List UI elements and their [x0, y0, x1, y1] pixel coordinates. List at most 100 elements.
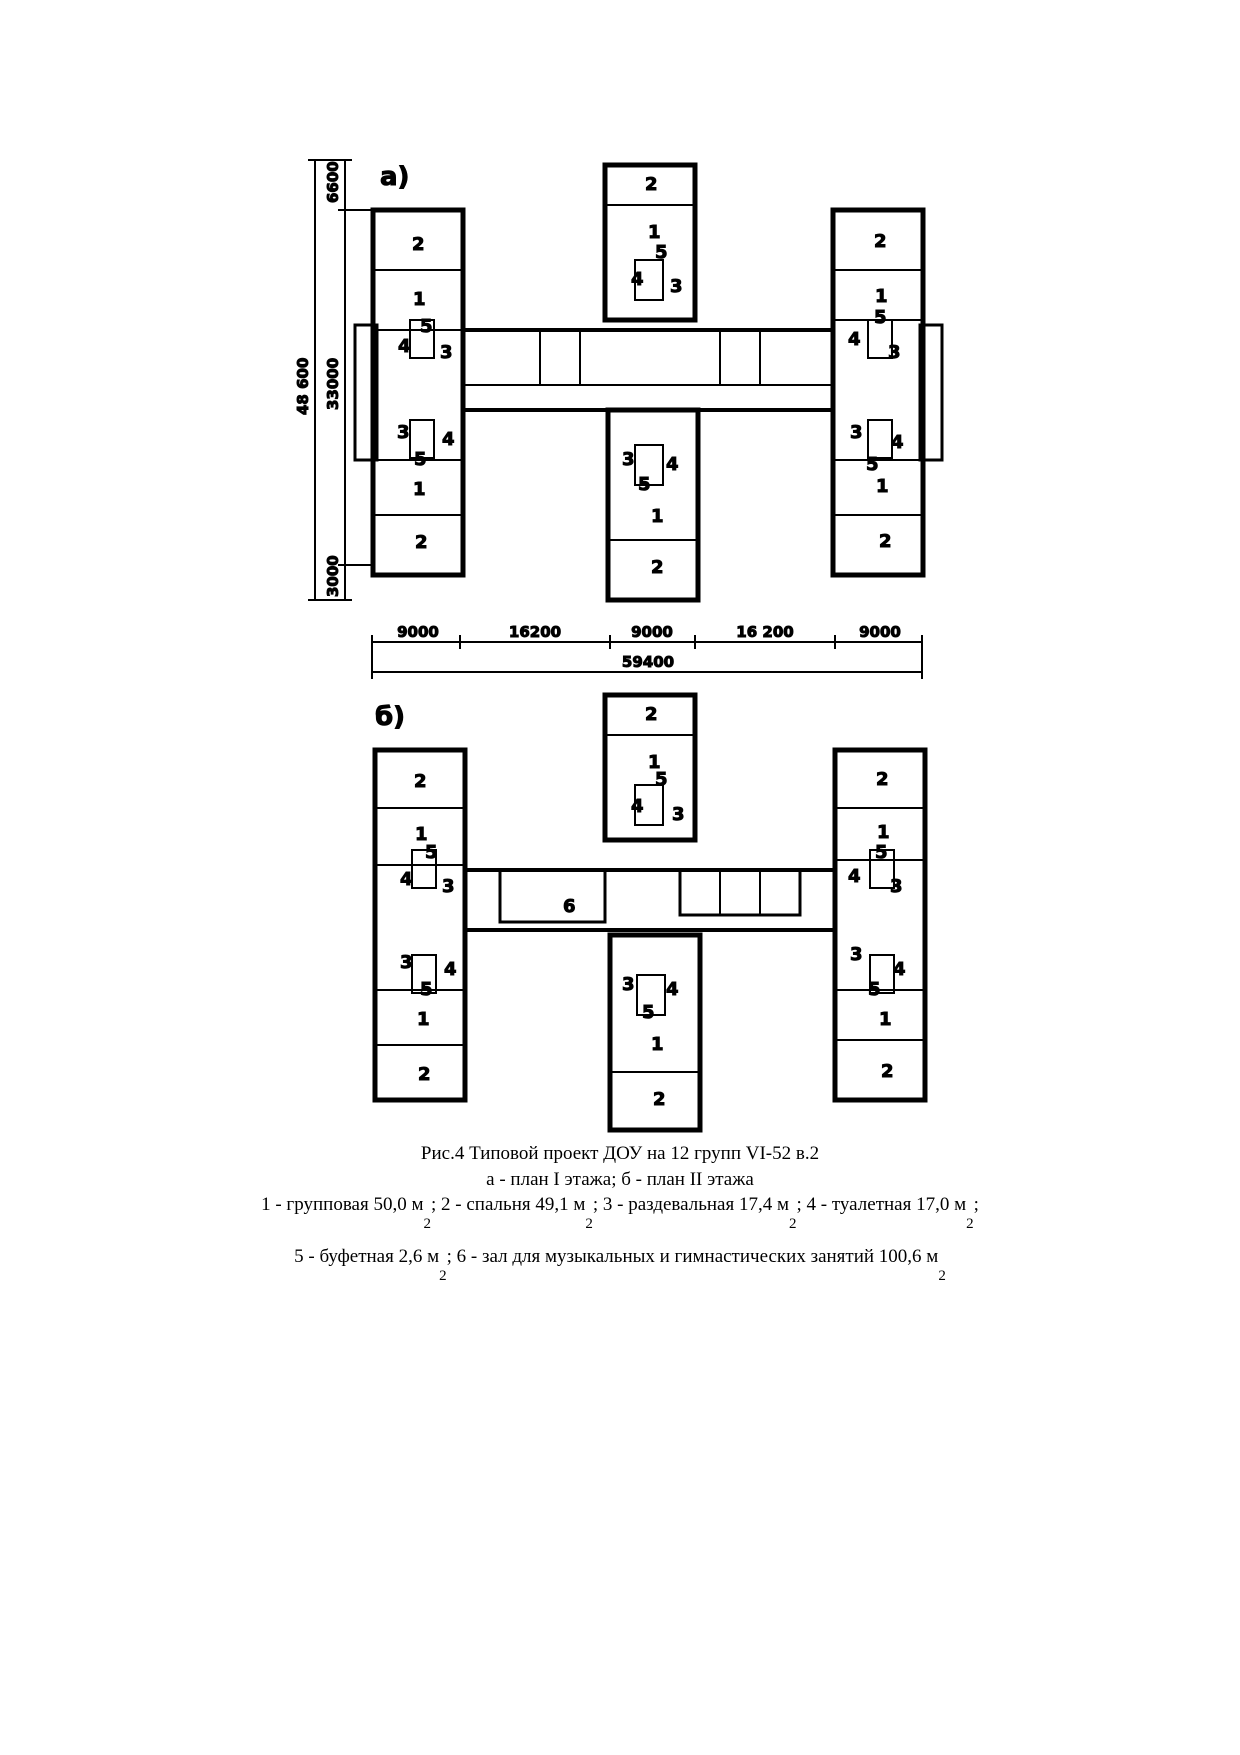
legend-item-4-end: ;	[973, 1194, 979, 1215]
plan-a-right-room-1: 1	[875, 286, 888, 307]
legend-item-4: ; 4 - туалетная 17,0 м	[796, 1194, 967, 1215]
plan-a-left-wing	[370, 207, 466, 578]
plan-a-right-room-5: 5	[874, 307, 887, 328]
plan-b-center-room-5: 5	[655, 769, 668, 790]
plan-b-label: б)	[375, 702, 405, 732]
legend-item-5: 5 - буфетная 2,6 м	[294, 1246, 440, 1267]
plan-b-room-2-lower: 2	[418, 1064, 431, 1085]
plan-a-right-wing	[830, 207, 926, 578]
dim-9000-left: 9000	[397, 623, 439, 641]
plan-b-room-3-lower: 3	[400, 952, 413, 973]
legend-unit-superscript: 2	[966, 1216, 974, 1232]
plan-b-room-4-lower: 4	[444, 959, 457, 980]
plan-a-center-room-2: 2	[645, 174, 658, 195]
plan-b-room-1: 1	[415, 824, 428, 845]
plan-b-center-room-4: 4	[631, 796, 644, 817]
plan-a: а) 2 1	[294, 159, 944, 679]
figure-legend-line-2: 5 - буфетная 2,6 м2; 6 - зал для музыкал…	[0, 1246, 1240, 1284]
plan-b-right-room-5-lower: 5	[868, 979, 881, 1000]
plan-b-center-room-5-lower: 5	[642, 1002, 655, 1023]
plan-b-center-room-2-lower: 2	[653, 1089, 666, 1110]
dim-6600: 6600	[324, 161, 342, 203]
dim-16200-right: 16 200	[736, 623, 793, 641]
legend-unit-superscript: 2	[585, 1216, 593, 1232]
plan-a-right-room-5-lower: 5	[866, 454, 879, 475]
plan-b-center-room-1: 1	[648, 752, 661, 773]
plan-a-room-1: 1	[413, 289, 426, 310]
plan-b-room-3: 3	[442, 876, 455, 897]
legend-unit-superscript: 2	[789, 1216, 797, 1232]
plan-b-right-room-3: 3	[890, 876, 903, 897]
plan-a-corridor	[461, 328, 835, 412]
legend-unit-superscript: 2	[938, 1268, 946, 1284]
plan-a-center-room-4: 4	[631, 269, 644, 290]
plan-a-center-room-5: 5	[655, 242, 668, 263]
plan-a-center-wing-top	[602, 162, 698, 323]
plan-b-right-room-2: 2	[876, 769, 889, 790]
plan-b-right-room-2-lower: 2	[881, 1061, 894, 1082]
plan-b-center-wing-top	[602, 692, 698, 843]
dim-33000: 33000	[324, 358, 342, 410]
dim-16200-left: 16200	[509, 623, 561, 641]
plan-a-room-3-lower: 3	[397, 422, 410, 443]
figure-caption-title: Рис.4 Типовой проект ДОУ на 12 групп VI-…	[420, 1143, 820, 1164]
plan-b-room-4: 4	[400, 869, 413, 890]
plan-b-room-1-lower: 1	[417, 1009, 430, 1030]
plan-b-right-room-4-lower: 4	[893, 959, 906, 980]
plan-a-room-3: 3	[440, 342, 453, 363]
legend-unit-superscript: 2	[423, 1216, 431, 1232]
plan-a-right-room-3: 3	[888, 342, 901, 363]
plan-a-center-room-3: 3	[670, 276, 683, 297]
plan-b-center-wing-bottom	[607, 932, 703, 1133]
plan-a-center-room-3-lower: 3	[622, 449, 635, 470]
dim-9000-right: 9000	[859, 623, 901, 641]
plan-a-right-room-4: 4	[848, 329, 861, 350]
plan-b-right-room-4: 4	[848, 866, 861, 887]
plan-b-room-5: 5	[425, 842, 438, 863]
plan-a-right-room-2-lower: 2	[879, 531, 892, 552]
plan-b-hall	[498, 868, 607, 924]
plan-b-room-2: 2	[414, 771, 427, 792]
legend-item-3: ; 3 - раздевальная 17,4 м	[592, 1194, 790, 1215]
plan-a-right-room-3-lower: 3	[850, 422, 863, 443]
plan-b-center-room-3-lower: 3	[622, 974, 635, 995]
dim-3000: 3000	[324, 555, 342, 597]
plan-b-left-wing	[372, 747, 468, 1103]
plan-a-room-5-lower: 5	[414, 449, 427, 470]
plan-b-right-room-5: 5	[875, 842, 888, 863]
legend-item-2: ; 2 - спальня 49,1 м	[430, 1194, 586, 1215]
plan-a-center-room-5-lower: 5	[638, 474, 651, 495]
plan-b-center-room-1-lower: 1	[651, 1034, 664, 1055]
plan-b-center-room-3: 3	[672, 804, 685, 825]
figure-caption-subtitle: а - план I этажа; б - план II этажа	[486, 1169, 754, 1190]
plan-a-vertical-dims	[308, 159, 372, 601]
plan-a-right-room-4-lower: 4	[891, 432, 904, 453]
figure-legend-line-1: 1 - групповая 50,0 м2; 2 - спальня 49,1 …	[0, 1194, 1240, 1232]
plan-a-center-room-1: 1	[648, 222, 661, 243]
plan-a-room-1-lower: 1	[413, 479, 426, 500]
floor-plan-figure: а) 2 1	[294, 159, 944, 1133]
dim-9000-center: 9000	[631, 623, 673, 641]
legend-item-6: ; 6 - зал для музыкальных и гимнастическ…	[446, 1246, 939, 1267]
legend-unit-superscript: 2	[439, 1268, 447, 1284]
plan-b-right-room-1-lower: 1	[879, 1009, 892, 1030]
plan-b-right-wing	[832, 747, 928, 1103]
plan-b-room-5-lower: 5	[420, 979, 433, 1000]
plan-b-center-room-2: 2	[645, 704, 658, 725]
plan-b-corridor	[463, 868, 837, 932]
plan-b-right-room-3-lower: 3	[850, 944, 863, 965]
legend-item-1: 1 - групповая 50,0 м	[261, 1194, 424, 1215]
plan-a-right-room-1-lower: 1	[876, 476, 889, 497]
plan-a-center-room-4-lower: 4	[666, 454, 679, 475]
plan-a-room-4: 4	[398, 336, 411, 357]
plan-a-center-room-2-lower: 2	[651, 557, 664, 578]
plan-a-label: а)	[380, 162, 409, 192]
plan-a-horizontal-dims	[371, 635, 923, 679]
plan-a-room-5: 5	[420, 316, 433, 337]
plan-a-room-2: 2	[412, 234, 425, 255]
plan-a-center-room-1-lower: 1	[651, 506, 664, 527]
plan-a-room-2-lower: 2	[415, 532, 428, 553]
plan-b-right-room-1: 1	[877, 822, 890, 843]
plan-b-center-room-4-lower: 4	[666, 979, 679, 1000]
plan-a-room-4-lower: 4	[442, 429, 455, 450]
